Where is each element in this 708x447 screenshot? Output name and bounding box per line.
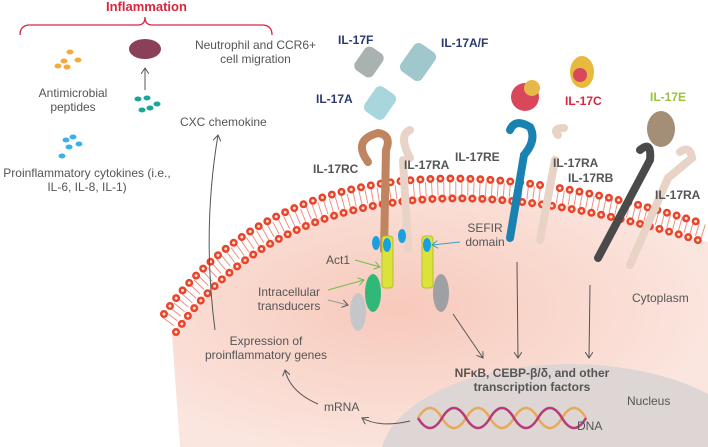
label-il17rb: IL-17RB xyxy=(568,171,614,185)
nucleus xyxy=(382,364,708,447)
ligand-il17e-icon xyxy=(647,111,675,147)
label-il17ra-3: IL-17RA xyxy=(655,188,701,202)
receptor-il17rc-shape xyxy=(357,128,392,254)
ligand-il17c-icon xyxy=(511,56,594,111)
label-il17af: IL-17A/F xyxy=(441,36,489,50)
neutrophil-icon xyxy=(129,39,161,59)
label-nucleus: Nucleus xyxy=(627,394,671,408)
label-cxc-chemokine: CXC chemokine xyxy=(180,115,267,129)
label-act1: Act1 xyxy=(326,253,351,267)
transducer-gray-shape xyxy=(350,293,366,331)
label-il17f: IL-17F xyxy=(338,33,374,47)
receptor-il17ra-3-shape xyxy=(626,145,697,269)
label-il17re: IL-17RE xyxy=(455,150,500,164)
inflammation-title: Inflammation xyxy=(106,0,187,14)
label-il17ra-1: IL-17RA xyxy=(404,158,450,172)
label-il17a: IL-17A xyxy=(316,92,353,106)
receptor-il17re-shape xyxy=(506,119,537,242)
receptor-il17ra-1-shape xyxy=(399,126,414,252)
transducer-gray2-shape xyxy=(433,274,449,312)
membrane-tails xyxy=(162,181,708,327)
ligand-il17af-icon xyxy=(399,42,437,82)
inflammation-bracket xyxy=(19,16,273,36)
label-proinflammatory-cytokines: Proinflammatory cytokines (i.e., IL-6, I… xyxy=(3,166,171,194)
label-expression-genes: Expression of proinflammatory genes xyxy=(204,334,328,362)
chemokine-icon xyxy=(134,95,161,113)
cytokines-icon xyxy=(58,134,83,159)
antimicrobial-peptides-icon xyxy=(54,49,82,70)
dna-icon xyxy=(416,406,588,430)
label-il17e: IL-17E xyxy=(650,90,687,104)
label-antimicrobial-peptides: Antimicrobial peptides xyxy=(38,86,108,114)
label-sefir-domain: SEFIR domain xyxy=(465,221,505,249)
ligand-il17a-icon xyxy=(363,86,397,120)
label-il17rc: IL-17RC xyxy=(313,162,359,176)
label-dna: DNA xyxy=(577,419,603,433)
transducer-green-shape xyxy=(365,274,381,312)
label-il17c: IL-17C xyxy=(565,94,602,108)
label-il17ra-2: IL-17RA xyxy=(553,156,599,170)
label-intracellular-transducers: Intracellular transducers xyxy=(257,285,321,313)
label-neutrophil-migration: Neutrophil and CCR6+ cell migration xyxy=(194,38,317,66)
label-mrna: mRNA xyxy=(324,400,360,414)
receptor-il17ra-2-shape xyxy=(536,124,568,244)
receptor-il17rb-shape xyxy=(594,142,655,262)
ligand-il17f-icon xyxy=(354,46,384,78)
sefir-domain-shape xyxy=(423,238,431,252)
label-transcription-factors: NFκB, CEBP-β/δ, and other transcription … xyxy=(454,366,610,394)
label-cytoplasm: Cytoplasm xyxy=(632,291,689,305)
